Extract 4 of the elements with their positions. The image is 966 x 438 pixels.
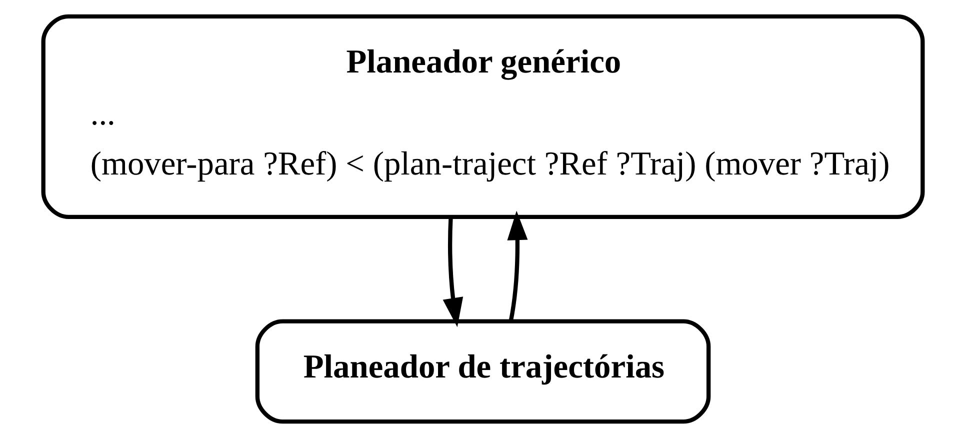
arrow bbox=[507, 210, 528, 322]
arrow bbox=[442, 216, 464, 328]
node-box: Planeador genérico ... (mover-para ?Ref) < (plan-traject ?Ref ?Traj) (mover ?Traj) bbox=[41, 14, 925, 219]
node-box: Planeador de trajectórias bbox=[255, 319, 711, 424]
